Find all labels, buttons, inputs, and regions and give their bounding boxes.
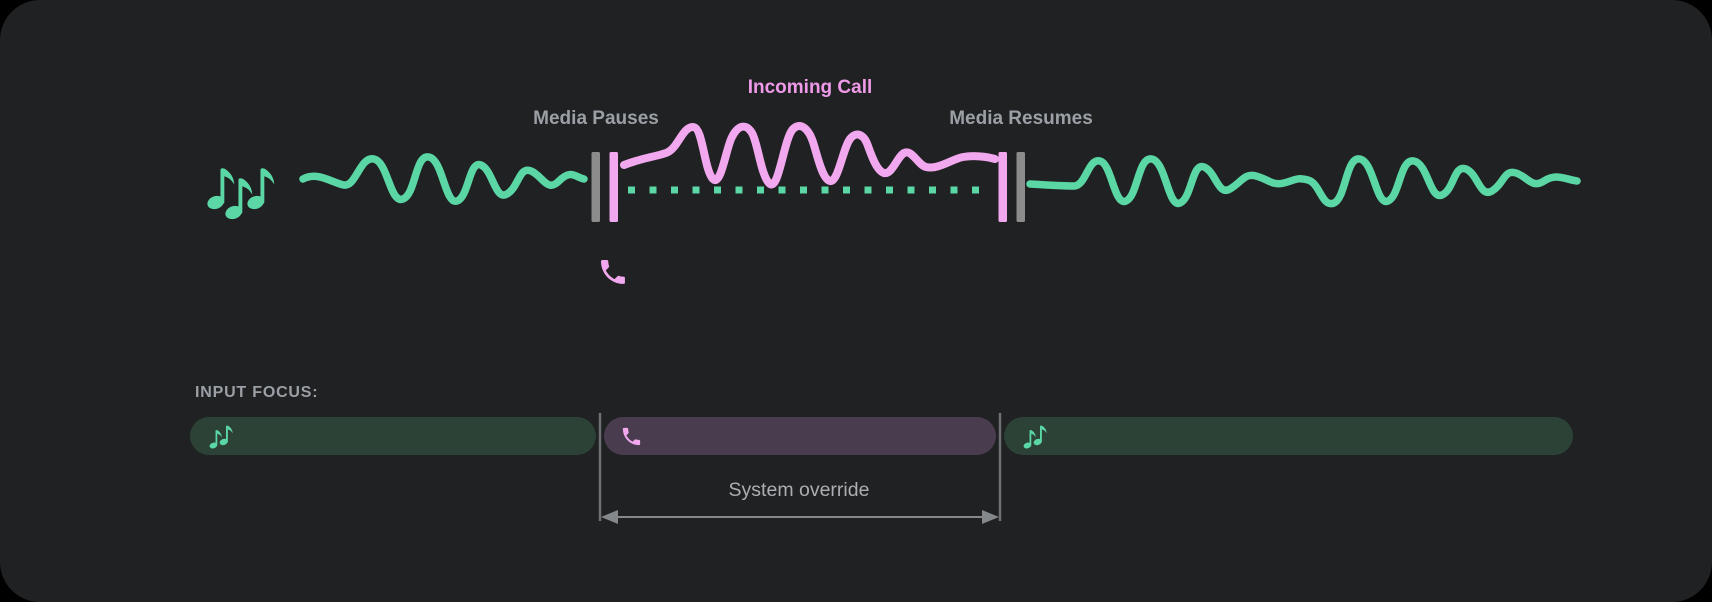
input-focus-call-bar <box>604 417 996 455</box>
resume-marker-pink <box>998 152 1007 222</box>
pause-marker-gray <box>591 152 600 222</box>
input-focus-media-bar-after <box>1004 417 1573 455</box>
resume-marker-gray <box>1016 152 1025 222</box>
incoming-call-label: Incoming Call <box>747 77 873 98</box>
media-wave-before <box>299 153 588 205</box>
system-override-label: System override <box>728 479 870 501</box>
call-wave <box>620 122 999 189</box>
override-arrow <box>601 510 999 524</box>
phone-icon <box>600 259 625 284</box>
pause-marker-pink <box>609 152 618 222</box>
music-notes-icon <box>1023 425 1047 449</box>
input-focus-heading: INPUT FOCUS: <box>195 384 319 401</box>
input-focus-media-bar-before <box>190 417 596 455</box>
phone-icon <box>622 427 641 445</box>
media-wave-after <box>1026 155 1581 208</box>
music-notes-icon <box>206 168 275 221</box>
media-pauses-label: Media Pauses <box>533 108 659 129</box>
music-notes-icon <box>209 425 233 449</box>
media-resumes-label: Media Resumes <box>949 108 1093 129</box>
